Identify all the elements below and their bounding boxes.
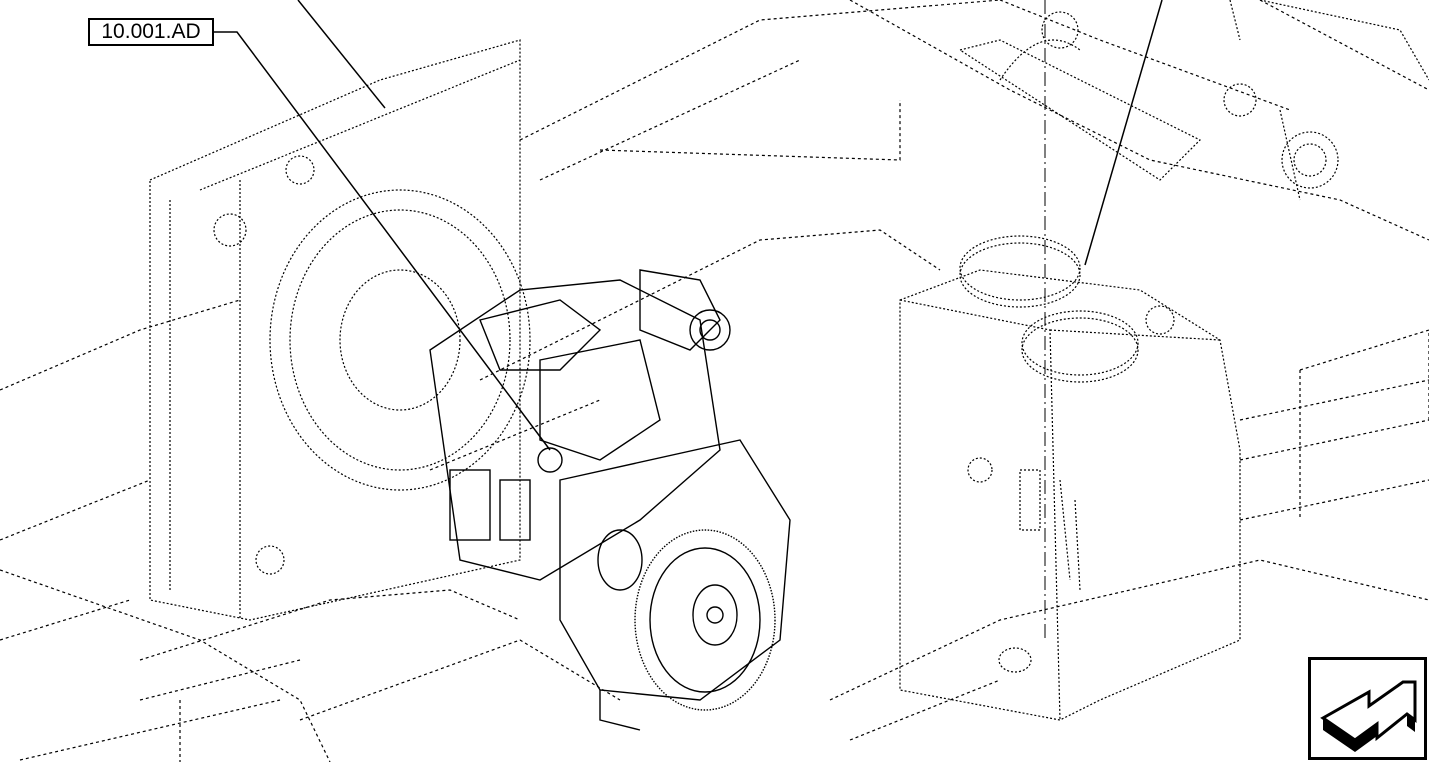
leader-line-radiator: [297, 0, 386, 109]
navigation-box[interactable]: [1308, 657, 1427, 760]
radiator-assembly: [149, 39, 531, 621]
leader-line-ref-10-001-ad: [214, 31, 551, 451]
hydraulic-tank: [899, 235, 1241, 721]
leader-line-tank: [1084, 0, 1163, 266]
orientation-arrow-icon[interactable]: [1311, 660, 1424, 757]
reference-callout-label: 10.001.AD: [88, 18, 214, 46]
engine-assembly: [429, 269, 791, 731]
upper-frame-structure: [958, 0, 1429, 201]
